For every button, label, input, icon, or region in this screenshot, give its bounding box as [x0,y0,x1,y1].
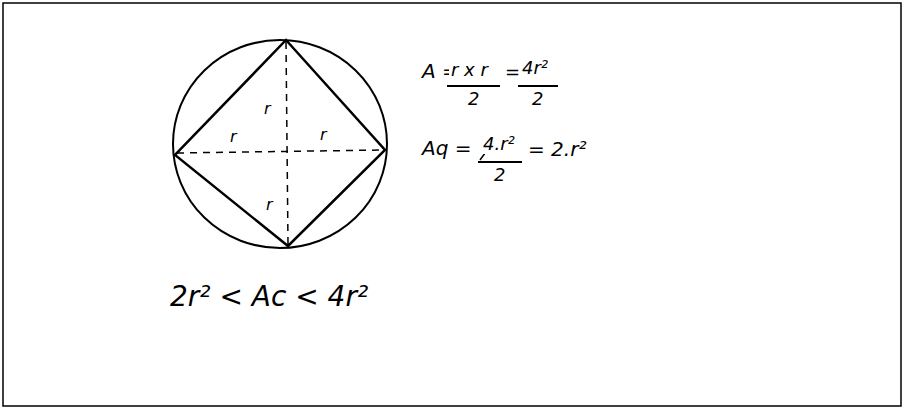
fraction-bar [447,85,500,87]
inscribed-square [175,40,385,246]
formula: 4r² [520,58,550,78]
radius-label: r [264,196,275,214]
inequality: 2r² < Ac < 4r² [168,282,370,313]
radius-label: r [228,128,239,146]
formula: 2 [466,89,481,109]
radius-label: r [318,126,329,144]
formula: Aq = [420,137,474,159]
formula: 2 [530,89,545,109]
fraction-bar [518,85,558,87]
horizontal-diameter [177,150,383,153]
fraction-bar [478,161,522,163]
formula: = 2.r² [526,138,588,160]
formula: 2 [492,165,507,185]
formula: 4.r² [481,134,517,154]
formula: r x r [449,60,490,80]
radius-label: r [262,100,273,118]
circle [173,40,387,248]
frame [3,3,901,406]
vertical-diameter [286,42,288,244]
